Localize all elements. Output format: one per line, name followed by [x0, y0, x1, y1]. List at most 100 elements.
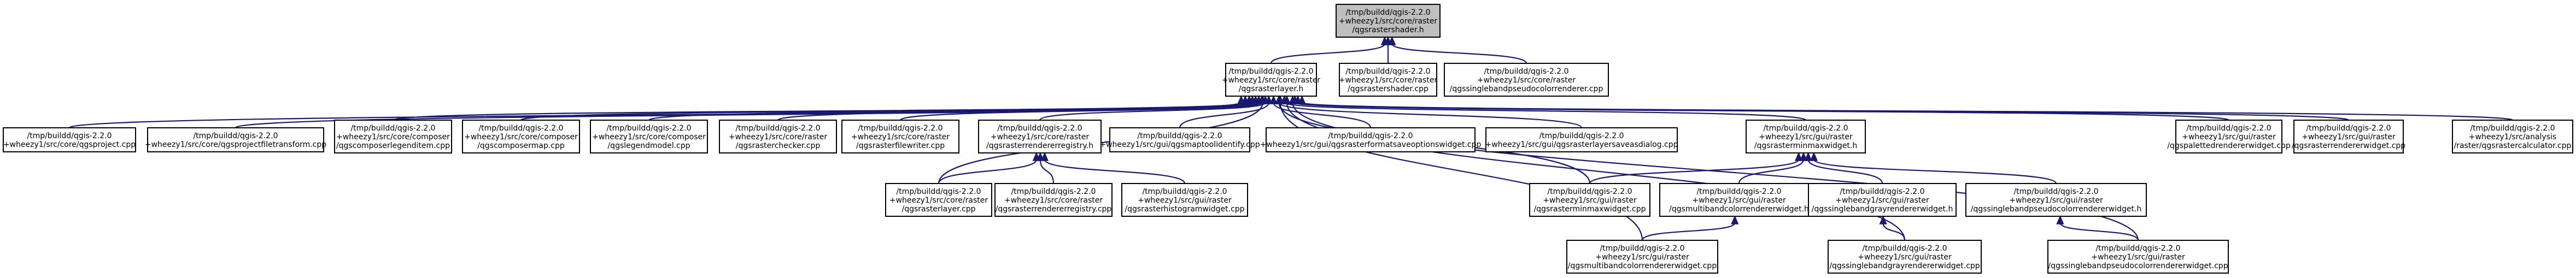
node-box	[1566, 240, 1718, 274]
node-label-line: /qgsrasterrendererregistry.cpp	[996, 205, 1112, 214]
node-grayh[interactable]: /tmp/buildd/qgis-2.2.0+wheezy1/src/gui/r…	[1808, 183, 1957, 217]
edge-multih-to-minmaxh	[1738, 159, 1805, 184]
node-multih[interactable]: /tmp/buildd/qgis-2.2.0+wheezy1/src/gui/r…	[1659, 183, 1819, 217]
node-n11[interactable]: /tmp/buildd/qgis-2.2.0+wheezy1/src/gui/q…	[1485, 127, 1678, 152]
node-box	[978, 120, 1102, 153]
edge-graycpp-to-grayh	[1882, 222, 1906, 241]
edge-regcpp-to-regh	[1039, 159, 1055, 184]
node-label-line: /qgssinglebandpseudocolorrendererwidget.…	[2048, 262, 2228, 270]
arrowhead-n10-to-layer	[1269, 95, 1278, 104]
node-layer[interactable]: /tmp/buildd/qgis-2.2.0+wheezy1/src/core/…	[1222, 63, 1320, 97]
node-label-line: +wheezy1/src/core/qgsproject.cpp	[3, 140, 136, 149]
node-histcpp[interactable]: /tmp/buildd/qgis-2.2.0+wheezy1/src/gui/r…	[1121, 183, 1248, 217]
edge-minmaxcpp-to-minmaxh	[1589, 159, 1800, 184]
node-label-line: /qgsrasterchecker.cpp	[736, 141, 821, 150]
node-graycpp[interactable]: /tmp/buildd/qgis-2.2.0+wheezy1/src/gui/r…	[1828, 240, 1982, 274]
node-box	[1828, 240, 1982, 274]
node-label-line: /qgscomposerlegenditem.cpp	[336, 141, 450, 150]
arrowhead-histcpp-to-regh	[1040, 152, 1049, 161]
node-label-line: /qgsrasterminmaxwidget.h	[1754, 141, 1857, 150]
node-label-line: +wheezy1/src/core/composer	[592, 133, 706, 141]
edge-pseudoh-to-minmaxh	[1813, 158, 2057, 184]
edge-n9-to-layer	[1179, 102, 1269, 128]
node-n6[interactable]: /tmp/buildd/qgis-2.2.0+wheezy1/src/core/…	[719, 120, 837, 153]
node-n5[interactable]: /tmp/buildd/qgis-2.2.0+wheezy1/src/core/…	[590, 120, 708, 153]
node-label-line: /qgsrasterrendererregistry.h	[986, 141, 1093, 150]
edge-n7-to-layer	[899, 102, 1263, 121]
node-label-line: /qgsmultibandcolorrendererwidget.h	[1669, 205, 1809, 214]
node-n3[interactable]: /tmp/buildd/qgis-2.2.0+wheezy1/src/core/…	[334, 120, 452, 153]
edge-histcpp-to-regh	[1044, 159, 1186, 184]
node-layercpp[interactable]: /tmp/buildd/qgis-2.2.0+wheezy1/src/core/…	[885, 183, 992, 217]
node-n4[interactable]: /tmp/buildd/qgis-2.2.0+wheezy1/src/core/…	[462, 120, 580, 153]
node-label-line: +wheezy1/src/core/raster	[1339, 76, 1437, 85]
node-n2[interactable]: /tmp/buildd/qgis-2.2.0+wheezy1/src/core/…	[145, 127, 326, 152]
node-regh[interactable]: /tmp/buildd/qgis-2.2.0+wheezy1/src/core/…	[978, 120, 1102, 153]
edge-n10-to-layer	[1273, 102, 1372, 128]
node-box	[462, 120, 580, 153]
arrowhead-n9-to-layer	[1264, 95, 1273, 104]
node-label-line: /tmp/buildd/qgis-2.2.0	[735, 124, 820, 133]
arrowhead-grayh-to-minmaxh	[1804, 152, 1812, 161]
node-shadercpp[interactable]: /tmp/buildd/qgis-2.2.0+wheezy1/src/core/…	[1339, 63, 1437, 97]
node-box	[1339, 63, 1437, 97]
node-pseudoh[interactable]: /tmp/buildd/qgis-2.2.0+wheezy1/src/gui/r…	[1965, 183, 2147, 217]
node-n14[interactable]: /tmp/buildd/qgis-2.2.0+wheezy1/src/gui/r…	[2292, 120, 2406, 153]
node-box	[1485, 127, 1678, 152]
node-label-line: +wheezy1/src/gui/raster	[1858, 253, 1952, 262]
node-box	[1746, 120, 1866, 153]
node-label-line: /tmp/buildd/qgis-2.2.0	[1696, 187, 1781, 196]
node-label-line: +wheezy1/src/gui/qgsmaptoolidentify.cpp	[1099, 140, 1260, 149]
node-root[interactable]: /tmp/buildd/qgis-2.2.0+wheezy1/src/core/…	[1336, 4, 1441, 38]
node-label-line: +wheezy1/src/core/composer	[464, 133, 578, 141]
node-label-line: /qgspalettedrendererwidget.cpp	[2167, 141, 2291, 150]
node-label-line: /tmp/buildd/qgis-2.2.0	[1763, 124, 1848, 133]
node-n15[interactable]: /tmp/buildd/qgis-2.2.0+wheezy1/src/analy…	[2452, 120, 2573, 153]
node-label-line: /tmp/buildd/qgis-2.2.0	[1228, 67, 1313, 76]
node-label-line: /tmp/buildd/qgis-2.2.0	[2095, 244, 2180, 253]
node-box	[590, 120, 708, 153]
node-multicpp[interactable]: /tmp/buildd/qgis-2.2.0+wheezy1/src/gui/r…	[1566, 240, 1718, 274]
node-label-line: +wheezy1/src/core/raster	[1004, 196, 1103, 205]
node-label-line: /qgsrasterfilewriter.cpp	[856, 141, 945, 150]
arrowhead-graycpp-to-grayh	[1879, 215, 1887, 224]
arrowhead-pseudoh-to-minmaxh	[1810, 152, 1818, 161]
node-label-line: /tmp/buildd/qgis-2.2.0	[896, 187, 981, 196]
node-n9[interactable]: /tmp/buildd/qgis-2.2.0+wheezy1/src/gui/q…	[1099, 127, 1260, 152]
node-label-line: /tmp/buildd/qgis-2.2.0	[478, 124, 563, 133]
node-pseudocpp[interactable]: /tmp/buildd/qgis-2.2.0+wheezy1/src/gui/r…	[2047, 240, 2229, 274]
arrowhead-multicpp-to-layer	[1276, 95, 1285, 104]
node-label-line: /tmp/buildd/qgis-2.2.0	[997, 124, 1082, 133]
node-label-line: +wheezy1/src/gui/raster	[2182, 133, 2276, 141]
node-label-line: /tmp/buildd/qgis-2.2.0	[1484, 67, 1568, 76]
node-label-line: /qgscomposermap.cpp	[477, 141, 565, 150]
node-n10[interactable]: /tmp/buildd/qgis-2.2.0+wheezy1/src/gui/q…	[1260, 127, 1482, 152]
node-n1[interactable]: /tmp/buildd/qgis-2.2.0+wheezy1/src/core/…	[3, 127, 136, 152]
node-label-line: /tmp/buildd/qgis-2.2.0	[1328, 132, 1413, 140]
edge-minmaxh-to-layer	[1284, 102, 1807, 121]
node-box	[1659, 183, 1819, 217]
node-label-line: +wheezy1/src/gui/raster	[1595, 253, 1689, 262]
node-label-line: /tmp/buildd/qgis-2.2.0	[858, 124, 942, 133]
node-regcpp[interactable]: /tmp/buildd/qgis-2.2.0+wheezy1/src/core/…	[994, 183, 1113, 217]
node-pseudorend[interactable]: /tmp/buildd/qgis-2.2.0+wheezy1/src/core/…	[1444, 63, 1609, 97]
node-label-line: /qgsrastershader.h	[1352, 26, 1424, 34]
node-label-line: +wheezy1/src/gui/raster	[1692, 196, 1786, 205]
arrowhead-multicpp-to-multih	[1731, 215, 1739, 224]
node-label-line: /tmp/buildd/qgis-2.2.0	[606, 124, 691, 133]
node-label-line: /raster/qgsrastercalculator.cpp	[2454, 141, 2572, 150]
edge-multicpp-to-layer	[1279, 102, 1643, 241]
node-minmaxcpp[interactable]: /tmp/buildd/qgis-2.2.0+wheezy1/src/gui/r…	[1529, 183, 1650, 217]
edge-n6-to-layer	[777, 102, 1260, 121]
node-label-line: /tmp/buildd/qgis-2.2.0	[27, 132, 112, 140]
node-n13[interactable]: /tmp/buildd/qgis-2.2.0+wheezy1/src/gui/r…	[2167, 120, 2291, 153]
node-box	[1336, 4, 1441, 38]
node-label-line: /tmp/buildd/qgis-2.2.0	[350, 124, 435, 133]
node-label-line: +wheezy1/src/gui/raster	[1759, 133, 1853, 141]
node-label-line: +wheezy1/src/gui/raster	[2009, 196, 2103, 205]
node-label-line: /tmp/buildd/qgis-2.2.0	[1840, 187, 1924, 196]
node-minmaxh[interactable]: /tmp/buildd/qgis-2.2.0+wheezy1/src/gui/r…	[1746, 120, 1866, 153]
node-n7[interactable]: /tmp/buildd/qgis-2.2.0+wheezy1/src/core/…	[841, 120, 959, 153]
node-box	[885, 183, 992, 217]
node-box	[994, 183, 1113, 217]
